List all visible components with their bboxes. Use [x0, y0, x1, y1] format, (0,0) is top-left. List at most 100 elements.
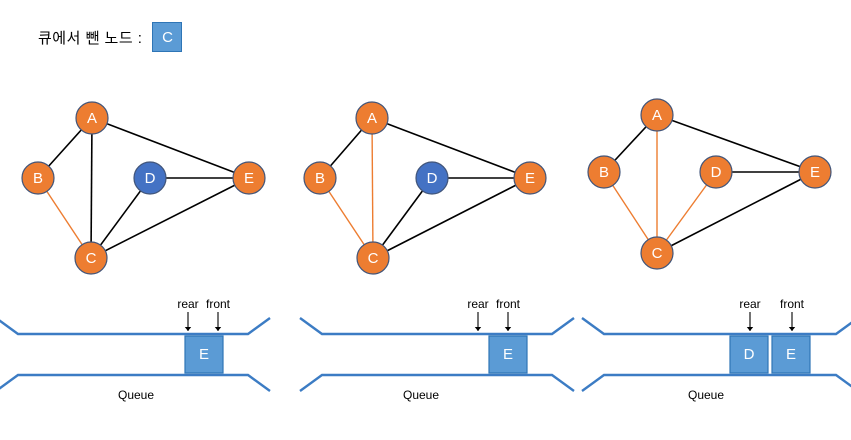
- node-circle: [74, 241, 108, 275]
- node-label: A: [367, 110, 377, 127]
- graph: A B C D E: [587, 98, 832, 270]
- queue-cell-label: D: [744, 346, 755, 363]
- node-label: C: [86, 250, 97, 267]
- graph-node-D[interactable]: D: [415, 161, 449, 195]
- graph-edge-A-E: [656, 114, 816, 173]
- dequeued-node-chip: C: [152, 22, 183, 52]
- graph-node-A[interactable]: A: [75, 101, 109, 135]
- graph-edge-C-E: [656, 171, 816, 254]
- pointer-label: rear: [739, 297, 760, 311]
- queue-top-rail: [299, 317, 575, 336]
- pointer-arrow-head: [788, 327, 796, 331]
- graph-node-B[interactable]: B: [21, 161, 55, 195]
- graph-node-B[interactable]: B: [587, 155, 621, 189]
- queue-cell-box: [184, 335, 224, 374]
- graph-node-A[interactable]: A: [640, 98, 674, 132]
- node-label: D: [145, 170, 156, 187]
- queue-pointer-rear: rear: [467, 297, 489, 331]
- node-circle: [415, 161, 449, 195]
- graph-edge-C-E: [90, 177, 250, 259]
- graph-node-E[interactable]: E: [798, 155, 832, 189]
- graph-node-D[interactable]: D: [699, 155, 733, 189]
- node-circle: [75, 101, 109, 135]
- graph: A B C D E: [21, 101, 266, 275]
- graph-edge-C-D: [656, 171, 717, 254]
- queue-pointer-rear: rear: [177, 297, 199, 331]
- node-circle: [798, 155, 832, 189]
- node-circle: [640, 98, 674, 132]
- node-circle: [21, 161, 55, 195]
- node-label: B: [33, 170, 43, 187]
- node-circle: [133, 161, 167, 195]
- node-label: B: [599, 164, 609, 181]
- queue-caption: Queue: [688, 388, 724, 402]
- graph-node-E[interactable]: E: [513, 161, 547, 195]
- queue-cell-box: [488, 335, 528, 374]
- queue-cell-label: E: [199, 346, 209, 363]
- node-label: C: [652, 245, 663, 262]
- graph: A B C D E: [303, 101, 547, 275]
- pointer-arrow-head: [474, 327, 482, 331]
- graph-node-D[interactable]: D: [133, 161, 167, 195]
- queue-pointer-front: front: [780, 297, 805, 331]
- node-label: D: [711, 164, 722, 181]
- dequeued-node-header: 큐에서 뺀 노드 : C: [38, 18, 183, 56]
- queue-pointer-rear: rear: [739, 297, 761, 331]
- node-label: B: [315, 170, 325, 187]
- pointer-label: rear: [177, 297, 198, 311]
- pointer-arrow-head: [184, 327, 192, 331]
- queue-cell-E[interactable]: E: [184, 335, 224, 374]
- node-label: E: [525, 170, 535, 187]
- queue-cell-label: E: [786, 346, 796, 363]
- queue-cell-box: [729, 335, 769, 374]
- graph-node-C[interactable]: C: [356, 241, 390, 275]
- node-label: C: [368, 250, 379, 267]
- graph-edge-C-E: [372, 177, 531, 259]
- node-label: A: [652, 107, 662, 124]
- node-label: E: [244, 170, 254, 187]
- node-circle: [356, 241, 390, 275]
- pointer-arrow-head: [746, 327, 754, 331]
- pointer-label: front: [496, 297, 521, 311]
- queue-caption: Queue: [118, 388, 154, 402]
- queue-cell-E[interactable]: E: [488, 335, 528, 374]
- queue-cell-box: [771, 335, 811, 374]
- node-circle: [303, 161, 337, 195]
- queue-cell-E[interactable]: E: [771, 335, 811, 374]
- pointer-arrow-head: [504, 327, 512, 331]
- node-circle: [513, 161, 547, 195]
- pointer-label: front: [206, 297, 231, 311]
- graph-edge-A-C: [90, 117, 93, 259]
- node-label: E: [810, 164, 820, 181]
- queue-pointer-front: front: [206, 297, 231, 331]
- graph-node-E[interactable]: E: [232, 161, 266, 195]
- page-title: 큐에서 뺀 노드 :: [38, 29, 143, 47]
- node-circle: [355, 101, 389, 135]
- queue-bottom-rail: [299, 373, 575, 392]
- graph-edge-A-C: [371, 117, 374, 259]
- graph-node-C[interactable]: C: [74, 241, 108, 275]
- queue-bottom-rail: [581, 373, 851, 392]
- node-circle: [640, 236, 674, 270]
- node-circle: [232, 161, 266, 195]
- node-circle: [587, 155, 621, 189]
- node-label: D: [427, 170, 438, 187]
- graph-edge-A-E: [371, 117, 531, 179]
- graph-edge-A-E: [91, 117, 250, 179]
- queue-bottom-rail: [0, 373, 271, 392]
- graph-node-B[interactable]: B: [303, 161, 337, 195]
- graph-node-A[interactable]: A: [355, 101, 389, 135]
- queue-pointer-front: front: [496, 297, 521, 331]
- node-circle: [699, 155, 733, 189]
- graph-node-C[interactable]: C: [640, 236, 674, 270]
- queue-cell-label: E: [503, 346, 513, 363]
- queue-cell-D[interactable]: D: [729, 335, 769, 374]
